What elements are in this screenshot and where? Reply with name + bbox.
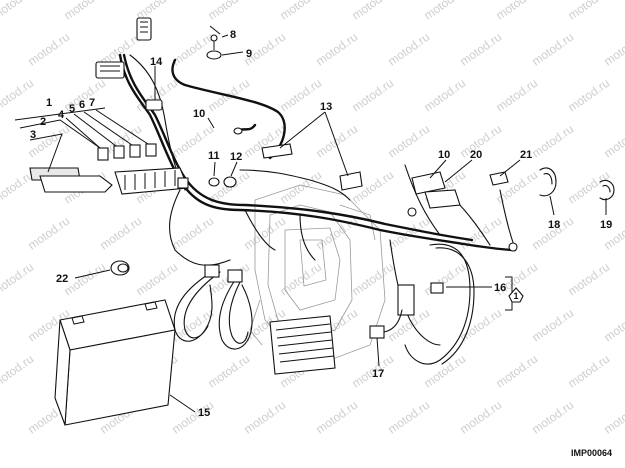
callout-18: 18: [548, 219, 560, 231]
watermark-text: motod.ru: [277, 76, 324, 115]
watermark-text: motod.ru: [349, 260, 396, 299]
battery: [54, 299, 176, 426]
rubber-grommet: [110, 260, 130, 276]
callout-20: 20: [470, 149, 482, 161]
watermark-text: motod.ru: [277, 0, 324, 22]
watermark-text: motod.ru: [0, 260, 36, 299]
watermark-text: motod.ru: [529, 30, 576, 69]
watermark-text: motod.ru: [241, 214, 288, 253]
engine-block-outline: [249, 184, 386, 361]
watermark-text: motod.ru: [421, 76, 468, 115]
watermark-text: motod.ru: [493, 0, 540, 22]
positive-cable: [171, 34, 286, 160]
watermark-text: motod.ru: [169, 214, 216, 253]
watermark-text: motod.ru: [421, 352, 468, 391]
top-left-connectors: [95, 17, 163, 111]
callout-5: 5: [69, 103, 75, 115]
watermark-text: motod.ru: [313, 398, 360, 437]
watermark-text: motod.ru: [565, 76, 612, 115]
callout-15: 15: [198, 407, 210, 419]
right-harness-branch: [389, 164, 516, 365]
watermark-text: motod.ru: [169, 306, 216, 345]
watermark-text: motod.ru: [457, 30, 504, 69]
watermark-text: motod.ru: [349, 76, 396, 115]
callout-22: 22: [56, 273, 68, 285]
callout-8: 8: [230, 29, 236, 41]
callout-4: 4: [58, 109, 65, 121]
watermark-text: motod.ru: [205, 0, 252, 22]
watermark-text: motod.ru: [133, 260, 180, 299]
callout-10-right: 10: [438, 149, 450, 161]
watermark-text: motod.ru: [205, 352, 252, 391]
watermark-text: motod.ru: [601, 306, 625, 345]
watermark-text: motod.ru: [493, 76, 540, 115]
callout-7: 7: [89, 97, 95, 109]
sensor-connector: [489, 171, 518, 252]
watermark-text: motod.ru: [277, 260, 324, 299]
watermark-text: motod.ru: [529, 306, 576, 345]
callout-19: 19: [600, 219, 612, 231]
callout-labels: 1 2 3 4 5 6 7 8 9 10 10 11 12 13 14 15 1…: [30, 29, 612, 419]
watermark-text: motod.ru: [61, 260, 108, 299]
callout-1: 1: [46, 97, 52, 109]
watermark-text: motod.ru: [529, 398, 576, 437]
watermark-text: motod.ru: [61, 0, 108, 22]
watermark-text: motod.ru: [0, 0, 36, 22]
fuse-box: [29, 143, 189, 195]
watermark-text: motod.ru: [385, 122, 432, 161]
callout-12: 12: [230, 151, 242, 163]
watermark-text: motod.ru: [0, 76, 36, 115]
callout-2: 2: [40, 116, 46, 128]
watermark-text: motod.ru: [457, 398, 504, 437]
image-code: IMP00064: [571, 448, 612, 458]
watermark-text: motod.ru: [601, 30, 625, 69]
regulator-connector: [407, 171, 461, 217]
callout-13: 13: [320, 101, 332, 113]
watermark-text: motod.ru: [493, 352, 540, 391]
callout-9: 9: [246, 48, 252, 60]
callout-17: 17: [372, 368, 384, 380]
watermark-text: motod.ru: [25, 30, 72, 69]
watermark-text: motod.ru: [25, 214, 72, 253]
watermark-text: motod.ru: [385, 30, 432, 69]
callout-6: 6: [79, 99, 85, 111]
watermark-text: motod.ru: [97, 214, 144, 253]
reference-arrow-symbol: 1: [508, 287, 524, 303]
watermark-text: motod.ru: [601, 122, 625, 161]
starter-relay: [208, 176, 237, 188]
leader-lines: [14, 25, 607, 413]
watermark-text: motod.ru: [385, 398, 432, 437]
reference-arrow-number: 1: [513, 291, 518, 301]
watermark-text: motod.ru: [313, 122, 360, 161]
watermark-text: motod.ru: [601, 398, 625, 437]
callout-10-left: 10: [193, 108, 205, 120]
cable-bracket: [261, 143, 363, 191]
battery-cable-loops: [173, 264, 253, 350]
callout-16: 16: [494, 282, 506, 294]
watermark-text: motod.ru: [349, 0, 396, 22]
watermark-text: motod.ru: [421, 0, 468, 22]
watermark-text: motod.ru: [565, 0, 612, 22]
callout-21: 21: [520, 149, 532, 161]
watermark-text: motod.ru: [25, 122, 72, 161]
watermark-text: motod.ru: [241, 398, 288, 437]
watermark-text: motod.ru: [0, 352, 36, 391]
callout-3: 3: [30, 129, 36, 141]
watermark-text: motod.ru: [169, 30, 216, 69]
watermark-text: motod.ru: [565, 168, 612, 207]
watermark-text: motod.ru: [565, 352, 612, 391]
rectifier-regulator: [269, 315, 336, 375]
watermark-text: motod.ru: [565, 260, 612, 299]
watermark-text: motod.ru: [313, 30, 360, 69]
watermark-text: motod.ru: [529, 122, 576, 161]
watermark-text: motod.ru: [421, 260, 468, 299]
callout-11: 11: [208, 150, 220, 162]
callout-14: 14: [150, 56, 163, 68]
